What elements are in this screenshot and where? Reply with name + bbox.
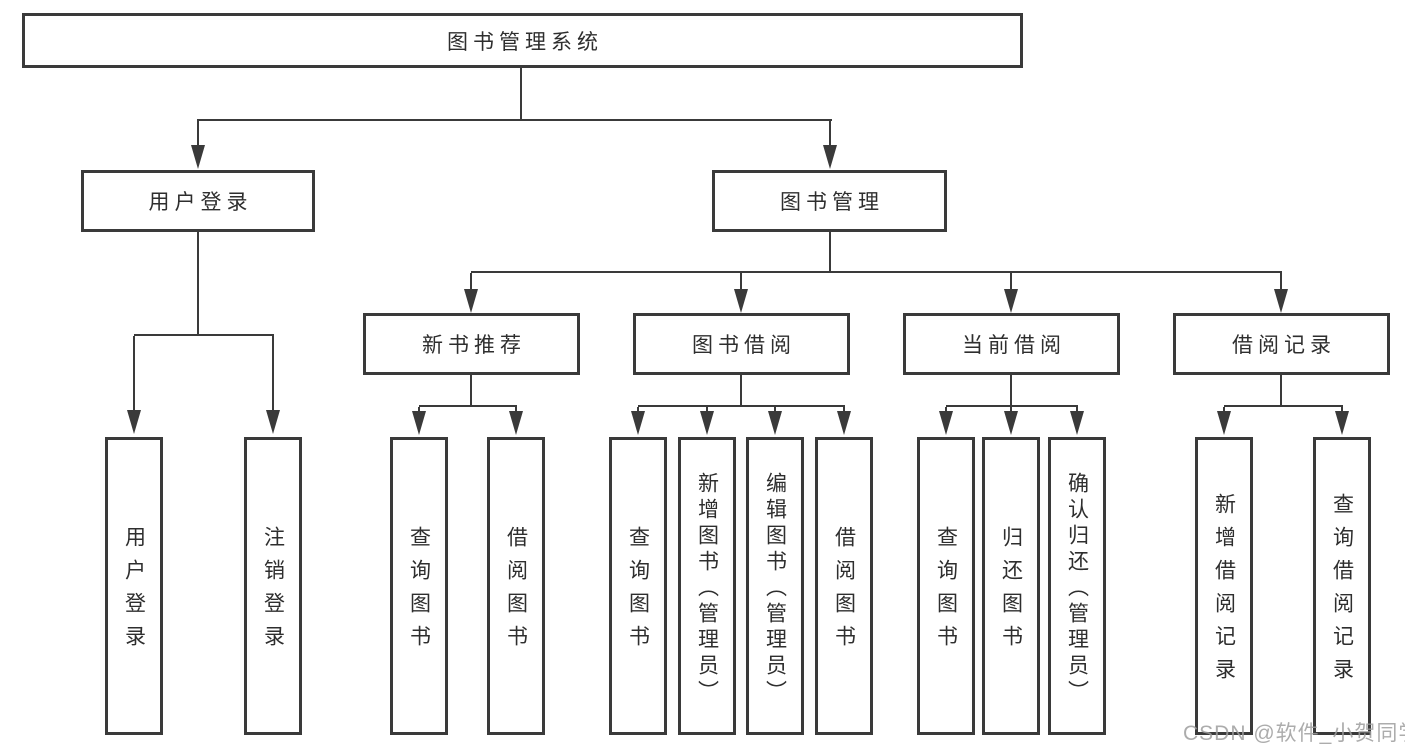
arrow-down-icon bbox=[1335, 411, 1349, 435]
arrow-down-icon bbox=[127, 410, 141, 434]
arrow-down-icon bbox=[266, 410, 280, 434]
arrow-down-icon bbox=[412, 411, 426, 435]
arrow-down-icon bbox=[464, 289, 478, 313]
leaf-label: 查询图书 bbox=[407, 526, 431, 658]
node-book-management: 图书管理 bbox=[712, 170, 947, 232]
connector-drop-leaf bbox=[945, 407, 947, 413]
arrow-down-icon bbox=[939, 411, 953, 435]
node-book-management-label: 图书管理 bbox=[780, 191, 884, 214]
leaf-borrow-books-recommend: 借阅图书 bbox=[487, 437, 545, 735]
connector-drop-section bbox=[1280, 273, 1282, 291]
leaf-label: 查询图书 bbox=[934, 526, 958, 658]
connector-drop-leaf bbox=[843, 407, 845, 413]
node-new-book-recommend: 新书推荐 bbox=[363, 313, 580, 375]
connector-section-stem bbox=[740, 375, 742, 407]
node-user-login: 用户登录 bbox=[81, 170, 315, 232]
connector-drop-leaf bbox=[272, 336, 274, 412]
connector-section-stem bbox=[1010, 375, 1012, 407]
connector-section-stem bbox=[1280, 375, 1282, 407]
connector-user-login-rail bbox=[134, 334, 274, 336]
node-root-label: 图书管理系统 bbox=[447, 30, 603, 54]
arrow-down-icon bbox=[837, 411, 851, 435]
arrow-down-icon bbox=[1070, 411, 1084, 435]
connector-drop-book-management bbox=[829, 121, 831, 147]
leaf-borrow-books: 借阅图书 bbox=[815, 437, 873, 735]
node-current-borrow: 当前借阅 bbox=[903, 313, 1120, 375]
arrow-down-icon bbox=[823, 145, 837, 169]
leaf-return-books: 归还图书 bbox=[982, 437, 1040, 735]
leaf-add-books-admin: 新增图书（管理员） bbox=[678, 437, 736, 735]
node-borrow-records-label: 借阅记录 bbox=[1232, 334, 1336, 357]
connector-drop-leaf bbox=[133, 336, 135, 412]
node-root: 图书管理系统 bbox=[22, 13, 1023, 68]
leaf-logout: 注销登录 bbox=[244, 437, 302, 735]
connector-drop-section bbox=[740, 273, 742, 291]
leaf-label: 归还图书 bbox=[999, 526, 1023, 658]
arrow-down-icon bbox=[1004, 411, 1018, 435]
leaf-confirm-return-admin: 确认归还（管理员） bbox=[1048, 437, 1106, 735]
connector-root-rail bbox=[197, 119, 832, 121]
leaf-label: 新增图书（管理员） bbox=[695, 471, 719, 706]
leaf-query-books-recommend: 查询图书 bbox=[390, 437, 448, 735]
leaf-user-login: 用户登录 bbox=[105, 437, 163, 735]
connector-level3-rail bbox=[471, 271, 1282, 273]
node-book-borrow-label: 图书借阅 bbox=[692, 334, 796, 357]
leaf-label: 新增借阅记录 bbox=[1212, 493, 1236, 691]
connector-user-login-stem bbox=[197, 232, 199, 336]
connector-section-rail bbox=[1224, 405, 1343, 407]
arrow-down-icon bbox=[768, 411, 782, 435]
leaf-query-books-borrow: 查询图书 bbox=[609, 437, 667, 735]
connector-section-stem bbox=[470, 375, 472, 407]
connector-drop-leaf bbox=[706, 407, 708, 413]
node-user-login-label: 用户登录 bbox=[148, 191, 253, 214]
connector-drop-leaf bbox=[515, 407, 517, 413]
connector-drop-leaf bbox=[774, 407, 776, 413]
arrow-down-icon bbox=[1217, 411, 1231, 435]
arrow-down-icon bbox=[734, 289, 748, 313]
node-borrow-records: 借阅记录 bbox=[1173, 313, 1390, 375]
leaf-label: 借阅图书 bbox=[504, 526, 528, 658]
arrow-down-icon bbox=[191, 145, 205, 169]
connector-drop-section bbox=[470, 273, 472, 291]
leaf-label: 查询借阅记录 bbox=[1330, 493, 1354, 691]
connector-section-rail bbox=[638, 405, 845, 407]
leaf-label: 编辑图书（管理员） bbox=[763, 471, 787, 706]
connector-drop-leaf bbox=[1223, 407, 1225, 413]
leaf-label: 查询图书 bbox=[626, 526, 650, 658]
connector-drop-section bbox=[1010, 273, 1012, 291]
node-new-book-recommend-label: 新书推荐 bbox=[422, 334, 526, 357]
connector-drop-leaf bbox=[637, 407, 639, 413]
connector-root-stem bbox=[520, 68, 522, 121]
connector-drop-leaf bbox=[418, 407, 420, 413]
connector-section-rail bbox=[946, 405, 1078, 407]
leaf-label: 确认归还（管理员） bbox=[1065, 471, 1089, 706]
connector-drop-leaf bbox=[1076, 407, 1078, 413]
arrow-down-icon bbox=[700, 411, 714, 435]
node-book-borrow: 图书借阅 bbox=[633, 313, 850, 375]
csdn-watermark: CSDN @软件_小贺同学 bbox=[1183, 722, 1405, 745]
arrow-down-icon bbox=[509, 411, 523, 435]
connector-drop-user-login bbox=[197, 121, 199, 147]
leaf-edit-books-admin: 编辑图书（管理员） bbox=[746, 437, 804, 735]
arrow-down-icon bbox=[631, 411, 645, 435]
connector-drop-leaf bbox=[1010, 407, 1012, 413]
connector-book-management-stem bbox=[829, 232, 831, 273]
node-current-borrow-label: 当前借阅 bbox=[962, 334, 1066, 357]
arrow-down-icon bbox=[1004, 289, 1018, 313]
leaf-query-books-current: 查询图书 bbox=[917, 437, 975, 735]
connector-drop-leaf bbox=[1341, 407, 1343, 413]
leaf-label: 用户登录 bbox=[122, 526, 146, 658]
connector-section-rail bbox=[419, 405, 517, 407]
leaf-query-borrow-record: 查询借阅记录 bbox=[1313, 437, 1371, 735]
leaf-add-borrow-record: 新增借阅记录 bbox=[1195, 437, 1253, 735]
leaf-label: 注销登录 bbox=[261, 526, 285, 658]
arrow-down-icon bbox=[1274, 289, 1288, 313]
leaf-label: 借阅图书 bbox=[832, 526, 856, 658]
